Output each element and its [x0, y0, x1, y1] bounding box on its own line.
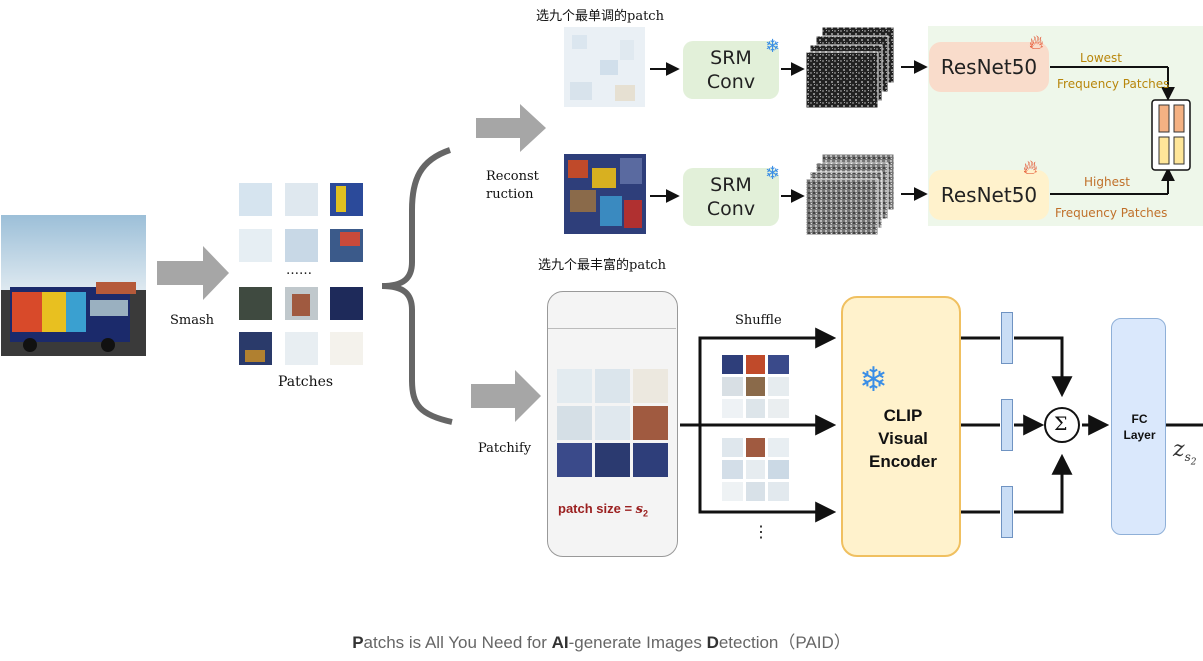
srm-top-line1: SRM	[710, 47, 752, 69]
reconstruction-arrow	[476, 104, 546, 152]
caption-part-2: AI	[551, 633, 569, 652]
clip-line3: Encoder	[868, 452, 938, 471]
flame-icon: 🔥︎	[1029, 30, 1044, 54]
srm-output-top	[805, 26, 895, 109]
srm-bottom-line2: Conv	[706, 198, 756, 220]
caption-part-1: atchs is All You Need for	[363, 633, 552, 652]
smash-label: Smash	[170, 313, 215, 328]
card-patch	[633, 369, 668, 403]
patches-ellipsis: ……	[286, 263, 312, 278]
srm-bottom-line1: SRM	[710, 174, 752, 196]
card-header-line	[548, 328, 676, 329]
highest-label: Highest	[1084, 175, 1130, 189]
lowest-label: Lowest	[1080, 51, 1122, 65]
caption-part-0: P	[352, 633, 364, 652]
patchify-arrow	[471, 370, 541, 422]
feature-vector-3	[1001, 486, 1013, 538]
card-patch	[557, 406, 592, 440]
clip-visual-encoder: ❄ CLIP Visual Encoder	[841, 296, 961, 557]
caption-part-3: -generate Images	[568, 633, 707, 652]
clip-label: CLIP Visual Encoder	[843, 404, 963, 473]
smash-arrow	[157, 246, 229, 300]
fc-label: FC Layer	[1112, 411, 1167, 443]
feature-vector-1	[1001, 312, 1013, 364]
vertical-ellipsis: ⋮	[753, 522, 769, 541]
patches-grid	[239, 183, 363, 365]
concat-features	[1151, 99, 1191, 171]
reconstruction-line2: ruction	[486, 187, 534, 202]
patchified-image-card	[547, 291, 678, 557]
output-sub-2: 2	[1190, 457, 1197, 468]
reconstruction-label: Reconst ruction	[486, 168, 539, 204]
clip-line1: CLIP	[883, 406, 923, 425]
patches-label: Patches	[278, 374, 334, 390]
card-patch	[633, 406, 668, 440]
rich-patch-label: 选九个最丰富的patch	[538, 258, 666, 273]
output-z: z	[1173, 437, 1185, 462]
patch-size-subscript: 2	[643, 508, 649, 519]
srm-top-line2: Conv	[706, 71, 756, 93]
fc-layer: FC Layer	[1111, 318, 1166, 535]
srm-conv-top: SRM Conv	[683, 41, 779, 99]
shuffle-label: Shuffle	[735, 313, 782, 328]
clip-line2: Visual	[878, 429, 928, 448]
fc-line2: Layer	[1123, 428, 1156, 442]
card-patch	[633, 443, 668, 477]
reconstruction-line1: Reconst	[486, 169, 539, 184]
card-patch	[595, 443, 630, 477]
brace-icon	[381, 147, 453, 425]
input-image	[1, 215, 146, 356]
card-patch	[595, 406, 630, 440]
snowflake-icon: ❄	[859, 360, 888, 400]
srm-output-bottom	[805, 153, 895, 236]
card-patch	[595, 369, 630, 403]
patch-grid-card	[557, 369, 669, 479]
resnet50-bottom: ResNet50	[929, 170, 1049, 220]
patch-size-text: patch size =	[558, 501, 636, 516]
output-sub-s: s	[1184, 450, 1191, 465]
card-patch	[557, 369, 592, 403]
srm-conv-bottom: SRM Conv	[683, 168, 779, 226]
sum-symbol: Σ	[1054, 413, 1068, 435]
patch-size-symbol: s	[635, 502, 643, 517]
figure-caption: Patchs is All You Need for AI-generate I…	[0, 628, 1203, 653]
snowflake-icon: ❄	[765, 163, 781, 184]
patch-size-label: patch size = s2	[558, 501, 648, 519]
shuffled-patches-2	[722, 438, 789, 501]
rich-patches-image	[564, 154, 646, 234]
output-symbol: zs2	[1173, 437, 1197, 468]
patchify-label: Patchify	[478, 441, 532, 456]
flame-icon: 🔥︎	[1023, 155, 1038, 179]
highest-sub-label: Frequency Patches	[1055, 206, 1168, 220]
fc-line1: FC	[1131, 412, 1148, 426]
resnet50-top: ResNet50	[929, 42, 1049, 92]
output-subscript: s2	[1184, 450, 1197, 467]
snowflake-icon: ❄	[765, 36, 781, 57]
sum-icon	[1044, 407, 1080, 443]
shuffled-patches-1	[722, 355, 789, 418]
card-patch	[557, 443, 592, 477]
monotone-patch-label: 选九个最单调的patch	[536, 9, 664, 24]
caption-part-4: D	[706, 633, 719, 652]
lowest-sub-label: Frequency Patches	[1057, 77, 1170, 91]
feature-vector-2	[1001, 399, 1013, 451]
caption-part-5: etection（PAID）	[718, 633, 851, 652]
monotone-patches-image	[564, 27, 645, 107]
